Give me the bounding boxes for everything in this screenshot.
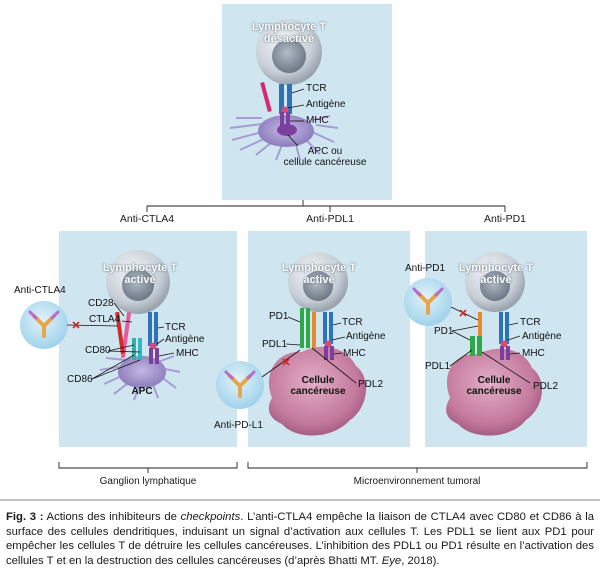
top-receptors — [260, 81, 292, 126]
caption-text-1: Actions des inhibiteurs de — [43, 511, 181, 523]
top-antigen-label: Antigène — [306, 99, 346, 110]
figure-caption: Fig. 3 : Actions des inhibiteurs de chec… — [6, 510, 594, 568]
middle-antigen-label: Antigène — [346, 331, 386, 342]
bottom-brackets — [58, 462, 588, 473]
middle-pd1-label: PD1 — [269, 311, 289, 322]
right-t-cell — [465, 252, 525, 312]
middle-pdl2-label: PDL2 — [358, 379, 384, 390]
right-tcr-label: TCR — [520, 317, 541, 328]
top-apc-label: APC ou cellule cancéreuse — [283, 146, 367, 168]
right-antigen-label: Antigène — [522, 331, 562, 342]
left-block-mark — [72, 321, 80, 329]
caption-fig: Fig. 3 : — [6, 511, 44, 523]
middle-receptors — [300, 308, 334, 360]
right-pdl2-label: PDL2 — [533, 381, 559, 392]
right-cell-title: Lymphocyte T activé — [458, 262, 534, 286]
left-tcr-label: TCR — [165, 322, 186, 333]
right-pd1-label: PD1 — [434, 326, 454, 337]
right-pdl1-label: PDL1 — [425, 361, 451, 372]
middle-pdl1-label: PDL1 — [262, 339, 288, 350]
left-cd86-label: CD86 — [67, 374, 93, 385]
middle-drug-label: Anti-PD-L1 — [214, 420, 263, 431]
middle-mhc-label: MHC — [343, 348, 366, 359]
branch-anti-pd1: Anti-PD1 — [483, 213, 526, 225]
right-cancer-label: Cellule cancéreuse — [466, 375, 522, 397]
top-apc-cell — [229, 115, 339, 161]
branch-anti-ctla4: Anti-CTLA4 — [119, 213, 175, 225]
right-drug — [404, 278, 452, 326]
branch-anti-pdl1: Anti-PDL1 — [306, 213, 354, 225]
caption-checkpoints: checkpoints — [180, 511, 241, 523]
top-mhc-label: MHC — [306, 115, 329, 126]
branch-tree — [146, 200, 506, 212]
middle-t-cell — [288, 252, 348, 312]
right-mhc-label: MHC — [522, 348, 545, 359]
top-t-cell — [256, 19, 322, 85]
left-receptors — [115, 311, 159, 364]
left-apc-label: APC — [131, 386, 153, 397]
caption-text-3: , 2018). — [401, 554, 440, 567]
middle-cancer-cell — [268, 346, 367, 436]
left-ctla4-label: CTLA4 — [89, 314, 121, 325]
left-antigen-label: Antigène — [165, 334, 205, 345]
right-cancer-cell — [446, 348, 543, 436]
middle-cell-title: Lymphocyte T activé — [281, 262, 357, 286]
left-t-cell — [106, 250, 170, 314]
right-block-mark — [459, 309, 467, 317]
middle-label-lines — [261, 316, 357, 384]
left-mhc-label: MHC — [176, 348, 199, 359]
middle-tcr-label: TCR — [342, 317, 363, 328]
right-receptors — [470, 312, 510, 360]
left-cd28-label: CD28 — [88, 298, 114, 309]
middle-block-mark — [282, 358, 290, 366]
left-cell-title: Lymphocyte T activé — [102, 262, 178, 286]
left-drug — [20, 301, 68, 349]
top-label-lines — [287, 88, 305, 147]
middle-drug — [216, 361, 264, 409]
right-drug-label: Anti-PD1 — [405, 263, 446, 274]
footer-lymph: Ganglion lymphatique — [99, 476, 197, 487]
middle-cancer-label: Cellule cancéreuse — [290, 375, 346, 397]
caption-eye: Eye — [381, 554, 402, 567]
footer-tumor: Microenvironnement tumoral — [353, 476, 481, 487]
top-tcr-label: TCR — [306, 83, 327, 94]
left-cd80-label: CD80 — [85, 345, 111, 356]
top-cell-title: Lymphocyte T désactivé — [251, 21, 327, 45]
caption-text-2: . L’anti-CTLA4 empêche la liaison de CTL… — [6, 511, 595, 567]
left-drug-label: Anti-CTLA4 — [14, 285, 66, 296]
